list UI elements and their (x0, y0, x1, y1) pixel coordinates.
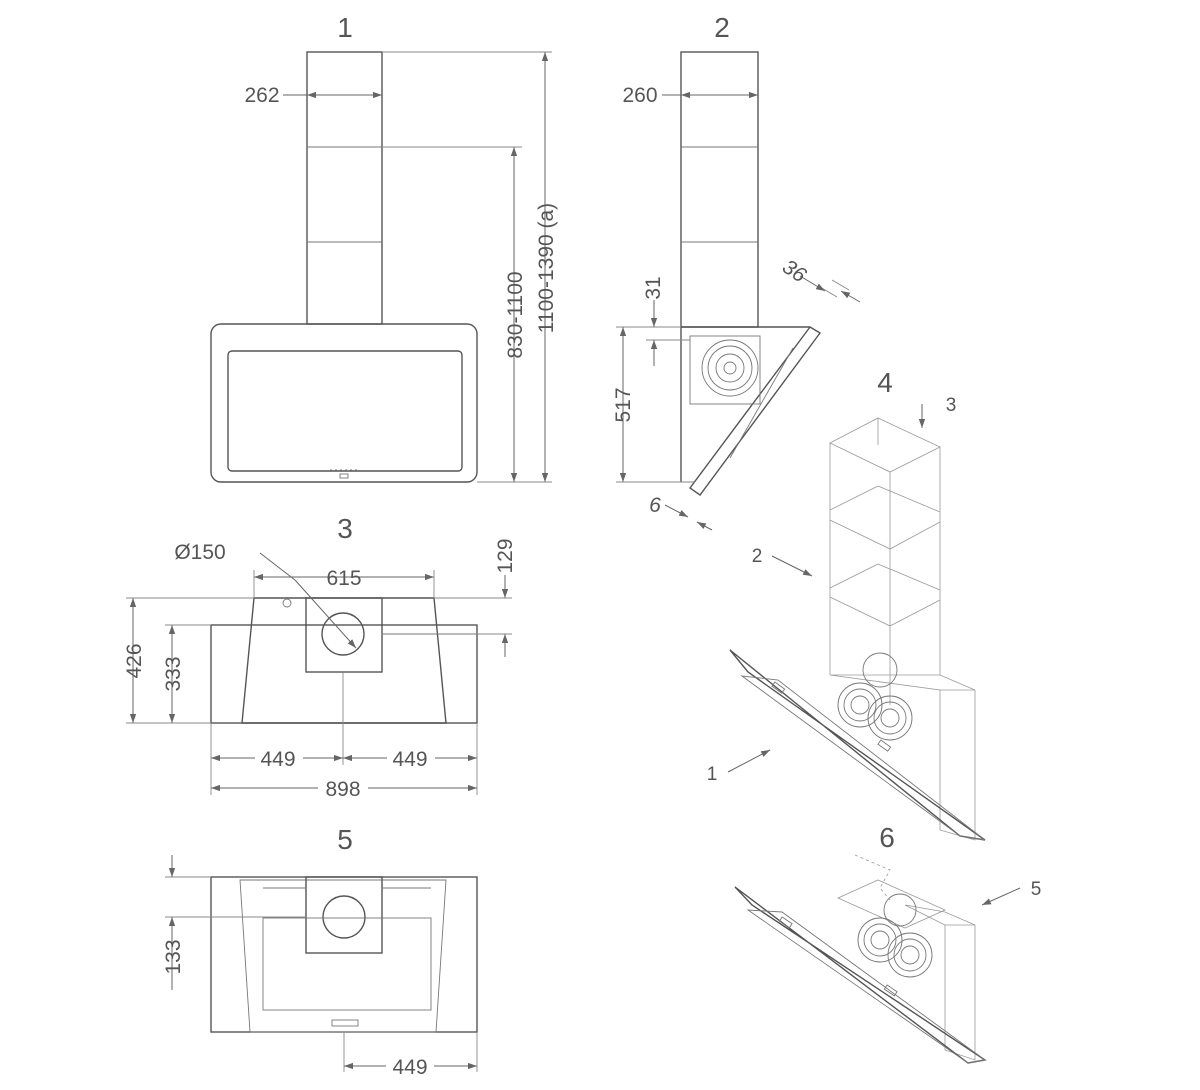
v2-top-offset-label: 31 (642, 276, 665, 299)
v3-body-height-label: 333 (162, 656, 185, 691)
v3-top-width-label: 615 (326, 567, 361, 590)
view-1-label: 1 (337, 12, 353, 43)
v3-top-step-label: 129 (494, 538, 517, 573)
v5-half-width-label: 449 (392, 1056, 427, 1079)
v5-offset-height-label: 133 (162, 939, 185, 974)
v4-callout-1: 1 (707, 764, 718, 785)
view-2-label: 2 (714, 12, 730, 43)
view-2-side: 2 260 31 517 36 (612, 12, 861, 531)
v2-chimney-depth-label: 260 (622, 84, 657, 107)
v2-hood-height-label: 517 (612, 387, 635, 422)
v1-overall-height-label: 1100-1390 (a) (535, 203, 558, 333)
v1-height-range-label: 830-1100 (504, 271, 527, 358)
v2-angle-width-label: 36 (778, 255, 810, 287)
v3-total-width-label: 898 (325, 778, 360, 801)
v3-half-left-label: 449 (260, 748, 295, 771)
view-1-front: 1 262 830-1100 1100-1390 (a) (210, 12, 558, 483)
view-5-top: 5 133 449 (162, 824, 478, 1079)
v3-half-right-label: 449 (392, 748, 427, 771)
v6-callout-5: 5 (1031, 879, 1042, 900)
view-3-top: 3 Ø150 615 129 426 333 (123, 513, 517, 801)
view-6-label: 6 (879, 822, 895, 853)
v4-callout-2: 2 (752, 546, 763, 567)
v3-outlet-diameter-label: Ø150 (174, 541, 225, 564)
v3-total-height-label: 426 (123, 643, 146, 678)
view-4-label: 4 (877, 367, 893, 398)
v1-chimney-width-label: 262 (244, 84, 279, 107)
view-3-label: 3 (337, 513, 353, 544)
view-5-label: 5 (337, 824, 353, 855)
v4-callout-3: 3 (946, 395, 957, 416)
v2-glass-thickness-label: 6 (649, 494, 661, 517)
view-4-isometric: 4 3 2 1 (707, 367, 986, 841)
view-6-isometric: 6 5 (734, 822, 1042, 1064)
